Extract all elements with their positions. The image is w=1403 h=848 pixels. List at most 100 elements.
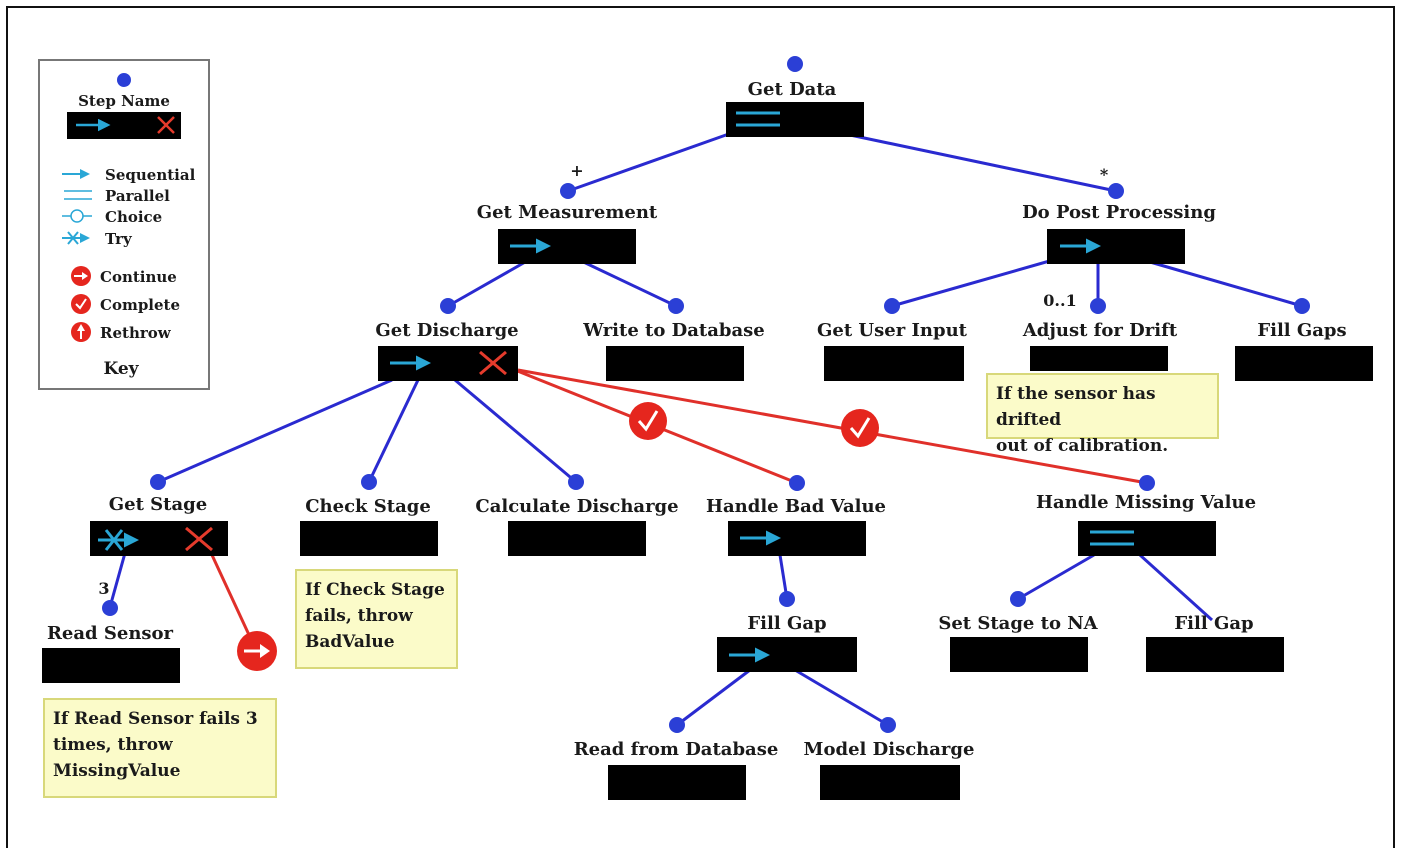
label-set-stage-to-na: Set Stage to NA [938,613,1098,634]
box-write-to-database [606,346,744,381]
box-fill-gaps [1235,346,1373,381]
edge-getmeas-writedb [574,256,677,308]
legend-step-name: Step Name [78,92,170,110]
mult-adjust-for-drift: 0..1 [1043,291,1076,310]
error-edge-to-handlemissing [517,368,1148,485]
box-get-user-input [824,346,964,381]
node-dot [787,56,803,72]
label-adjust-for-drift: Adjust for Drift [1022,320,1178,341]
parallel-icon [736,111,780,127]
edge-getdischarge-calculate [454,378,577,484]
mult-read-sensor: 3 [98,579,109,598]
box-handle-missing-value [1078,521,1216,556]
legend-complete: Complete [100,296,180,314]
edge-getdata-getmeasurement [567,128,741,193]
complete-badge [629,402,667,440]
try-icon [98,529,139,551]
legend-node-dot [117,73,131,87]
node-dot [440,298,456,314]
label-check-stage: Check Stage [305,496,431,517]
legend-try: Try [105,230,133,248]
legend-sequential: Sequential [105,166,196,184]
rethrow-icon [71,322,91,342]
label-calculate-discharge: Calculate Discharge [475,496,678,517]
node-dot [880,717,896,733]
note-adjust-for-drift: If the sensor has drifted out of calibra… [986,373,1219,456]
legend-title: Key [103,359,139,379]
box-read-from-database [608,765,746,800]
mult-do-post-processing: * [1100,165,1109,184]
box-get-data [726,102,864,137]
continue-icon [71,266,91,286]
mult-get-measurement: + [570,161,583,180]
error-x-icon [479,350,507,376]
box-set-stage-to-na [950,637,1088,672]
label-get-data: Get Data [748,79,837,100]
node-dot [361,474,377,490]
label-handle-missing-value: Handle Missing Value [1036,492,1256,513]
box-check-stage [300,521,438,556]
label-write-to-database: Write to Database [582,320,764,341]
node-dot [560,183,576,199]
node-dot [669,717,685,733]
edge-getstage-readsensor [108,552,127,608]
node-dots [102,56,1310,733]
multiplicity-labels: + * 0..1 3 [98,161,1108,598]
try-icon [62,231,90,245]
complete-badge [841,409,879,447]
step-boxes [42,102,1373,800]
label-model-discharge: Model Discharge [804,739,975,760]
label-read-sensor: Read Sensor [47,623,174,644]
box-read-sensor [42,648,180,683]
legend-rethrow: Rethrow [100,324,172,342]
legend: Step Name Sequential Parallel Choice Try [62,73,196,379]
label-handle-bad-value: Handle Bad Value [706,496,886,517]
box-fill-gap-2 [1146,637,1284,672]
edge-handlemissing-setstage [1017,553,1095,601]
edge-getdischarge-getstage [157,378,393,484]
label-get-discharge: Get Discharge [375,320,518,341]
edge-fillgap1-modeldischarge [794,668,889,727]
node-dot [1294,298,1310,314]
label-fill-gap-2: Fill Gap [1174,613,1253,634]
node-dot [884,298,900,314]
box-calculate-discharge [508,521,646,556]
error-x-icon [157,116,175,134]
node-dot [668,298,684,314]
label-get-measurement: Get Measurement [477,202,658,223]
node-dot [1010,591,1026,607]
node-dot [779,591,795,607]
edge-dopost-userinput [891,256,1061,308]
edge-handlemissing-fillgap2 [1138,553,1214,622]
complete-icon [71,294,91,314]
box-adjust-for-drift [1030,346,1168,371]
label-do-post-processing: Do Post Processing [1022,202,1216,223]
parallel-icon [64,190,92,200]
note-check-stage: If Check Stage fails, throw BadValue [295,569,458,669]
node-dot [1139,475,1155,491]
edge-fillgap1-readfromdb [676,668,751,727]
edge-dopost-fillgaps [1149,260,1303,308]
box-model-discharge [820,765,960,800]
label-fill-gap-1: Fill Gap [747,613,826,634]
note-read-sensor: If Read Sensor fails 3 times, throw Miss… [43,698,277,798]
node-dot [568,474,584,490]
diagram-frame [6,6,1395,848]
error-x-icon [185,526,213,552]
label-get-stage: Get Stage [109,494,207,515]
continue-badge [237,631,277,671]
parallel-icon [1090,530,1134,546]
choice-icon [62,209,92,223]
label-get-user-input: Get User Input [817,320,968,341]
node-dot [1108,183,1124,199]
step-labels: Get Data Get Measurement Do Post Process… [47,79,1347,760]
label-read-from-database: Read from Database [574,739,779,760]
label-fill-gaps: Fill Gaps [1257,320,1346,341]
node-dot [1090,298,1106,314]
node-dot [789,475,805,491]
edge-getdata-dopost [849,133,1117,193]
box-glyphs [98,111,1134,663]
legend-continue: Continue [100,268,177,286]
